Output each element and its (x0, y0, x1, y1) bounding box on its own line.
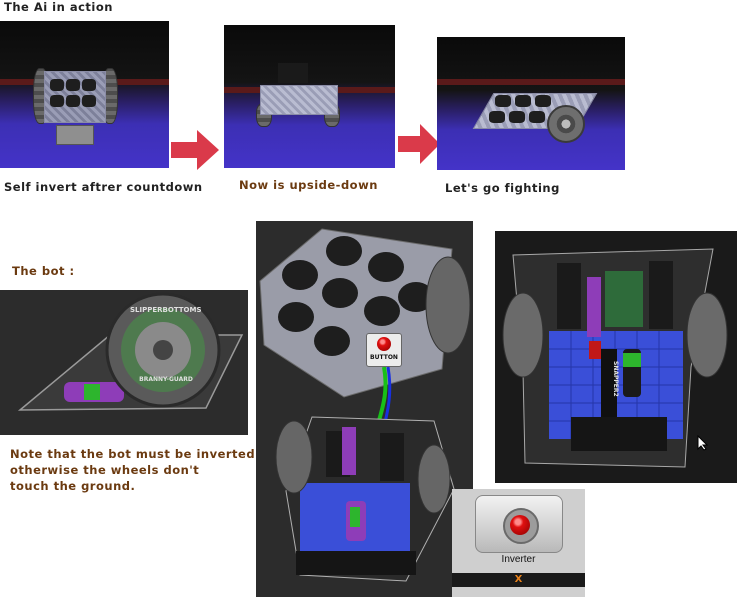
right-arrow-icon (398, 124, 440, 164)
caption-upside-down: Now is upside-down (239, 178, 378, 192)
bot-side-view-image: SLIPPERBOTTOMS BRANNY-GUARD (0, 290, 248, 435)
inverter-button[interactable] (475, 495, 563, 553)
bot-wiring-image: BUTTON (256, 221, 473, 597)
caption-self-invert: Self invert aftrer countdown (4, 180, 203, 194)
red-button-icon (510, 515, 530, 535)
right-arrow-icon (171, 130, 219, 170)
ai-screenshot-fighting (437, 37, 625, 170)
button-part-label: BUTTON (370, 354, 398, 361)
bot-note: Note that the bot must be inverted other… (10, 446, 255, 494)
mouse-cursor-icon (697, 435, 709, 451)
wheel-brand-text-bottom: BRANNY-GUARD (139, 376, 193, 383)
battery-label: SNAPPER2 (612, 361, 619, 397)
bot-note-line: otherwise the wheels don't (10, 463, 200, 477)
bot-note-line: Note that the bot must be inverted (10, 447, 256, 461)
ai-section-heading: The Ai in action (4, 0, 113, 14)
bot-section-heading: The bot : (12, 264, 75, 278)
inverter-value: X (452, 573, 585, 587)
ai-screenshot-countdown (0, 21, 169, 168)
ai-screenshot-upside-down (224, 25, 395, 168)
bot-note-line: touch the ground. (10, 479, 136, 493)
caption-fighting: Let's go fighting (445, 181, 560, 195)
wheel-brand-text: SLIPPERBOTTOMS (130, 306, 202, 314)
button-part-callout: BUTTON (366, 333, 402, 367)
inverter-panel: Inverter X (452, 489, 585, 597)
inverter-label: Inverter (501, 554, 536, 565)
bot-top-view-image: SNAPPER2 (495, 231, 737, 483)
